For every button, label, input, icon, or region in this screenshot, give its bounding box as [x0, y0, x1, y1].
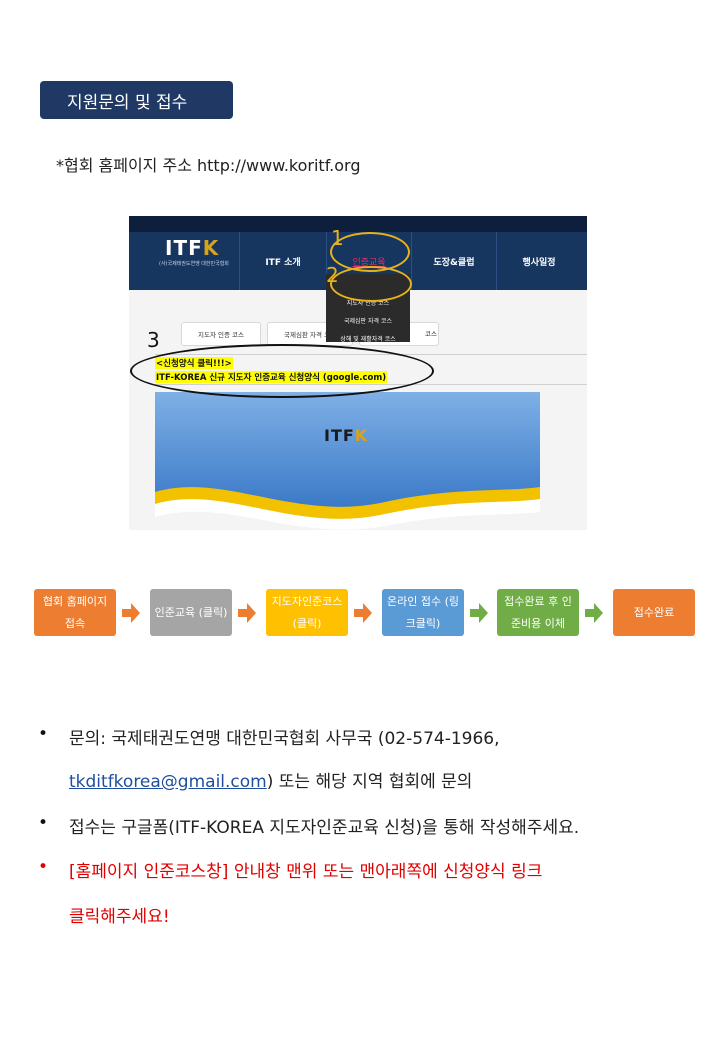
bullet-marker: • [38, 857, 49, 877]
website-top-strip [129, 216, 587, 232]
tab-instructor-course[interactable]: 지도자 인증 코스 [181, 322, 261, 346]
dropdown-instructor-course[interactable]: 지도자 인증 코스 [346, 300, 390, 307]
itfk-logo: ITFK [165, 236, 220, 260]
banner-itfk-logo: ITFK [324, 426, 369, 445]
flow-arrow-icon [470, 603, 488, 623]
link-notice-line2: 클릭해주세요! [69, 907, 170, 927]
annotation-number-1: 1 [331, 226, 344, 250]
dropdown-rehab-course[interactable]: 상해 및 재활자격 코스 [340, 336, 396, 343]
application-instruction: 접수는 구글폼(ITF-KOREA 지도자인준교육 신청)을 통해 작성해주세요… [69, 818, 580, 838]
bullet-marker: • [38, 813, 49, 833]
section-title-text: 지원문의 및 접수 [67, 92, 188, 113]
nav-itf-intro[interactable]: ITF 소개 [239, 232, 326, 290]
flow-arrow-icon [585, 603, 603, 623]
nav-dojang-club[interactable]: 도장&클럽 [411, 232, 496, 290]
flow-step-payment: 접수완료 후 인준비용 이체 [497, 589, 579, 636]
flow-step-certification: 인준교육 (클릭) [150, 589, 232, 636]
flow-step-instructor-course: 지도자인준코스 (클릭) [266, 589, 348, 636]
tab-referee-course[interactable]: 국제심판 자격 코스 [267, 322, 353, 346]
flow-step-homepage: 협회 홈페이지 접속 [34, 589, 116, 636]
bullet-marker: • [38, 724, 49, 744]
annotation-number-3: 3 [147, 328, 160, 352]
annotation-number-2: 2 [326, 263, 339, 287]
flow-step-online-apply: 온라인 접수 (링크클릭) [382, 589, 464, 636]
highlight-circle-2 [330, 266, 412, 302]
itfk-logo-subtitle: (사)국제태권도연맹 대한민국협회 [159, 261, 229, 267]
flow-arrow-icon [238, 603, 256, 623]
contact-info-line2: tkditfkorea@gmail.com) 또는 해당 지역 협회에 문의 [69, 772, 473, 792]
section-title: 지원문의 및 접수 [40, 81, 233, 119]
course-banner [155, 392, 540, 530]
homepage-address: *협회 홈페이지 주소 http://www.koritf.org [56, 156, 361, 175]
flow-arrow-icon [354, 603, 372, 623]
tab-rehab-course-tail: 코스 [425, 330, 437, 338]
highlight-circle-3 [130, 344, 434, 398]
flow-step-complete: 접수완료 [613, 589, 695, 636]
flow-arrow-icon [122, 603, 140, 623]
link-notice-line1: [홈페이지 인준코스창] 안내창 맨위 또는 맨아래쪽에 신청양식 링크 [69, 862, 543, 882]
dropdown-referee-course[interactable]: 국제심판 자격 코스 [344, 318, 392, 325]
contact-info-line1: 문의: 국제태권도연맹 대한민국협회 사무국 (02-574-1966, [69, 729, 500, 749]
nav-events[interactable]: 행사일정 [496, 232, 581, 290]
contact-email-link[interactable]: tkditfkorea@gmail.com [69, 772, 267, 792]
